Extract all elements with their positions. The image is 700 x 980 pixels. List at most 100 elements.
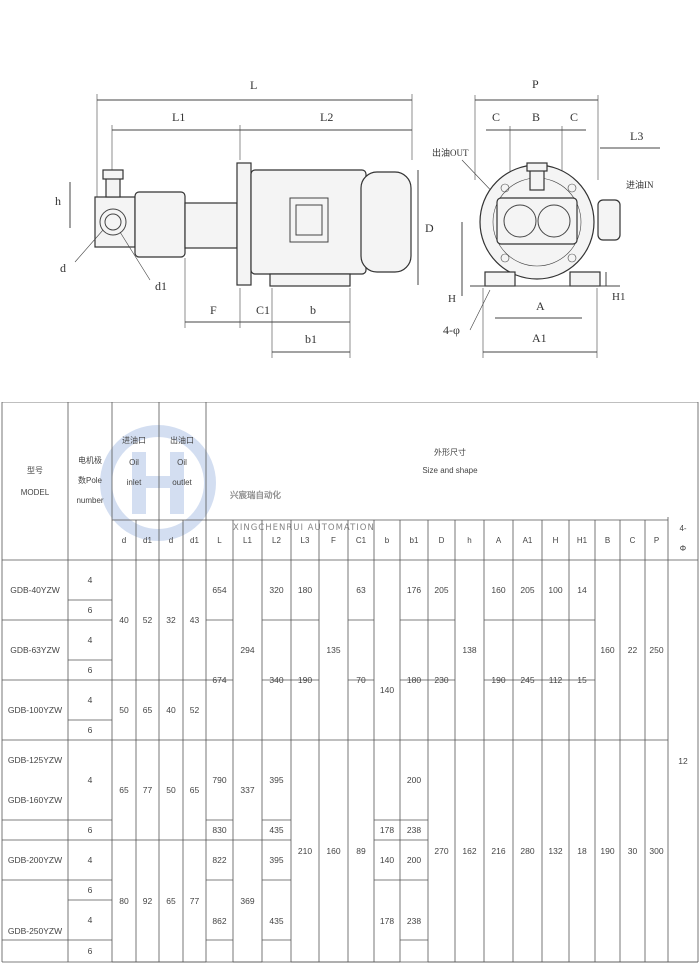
value-h: 138 — [462, 645, 476, 655]
dim-P-label: P — [532, 77, 539, 91]
outlet-d: 40 — [166, 705, 176, 715]
side-view: L L1 L2 h d d1 D — [55, 78, 434, 358]
value-F: 160 — [326, 846, 340, 856]
pump-head — [94, 196, 136, 248]
value-C1: 89 — [356, 846, 366, 856]
value-D: 230 — [434, 675, 448, 685]
value-L: 822 — [212, 855, 226, 865]
motor-flange — [236, 162, 252, 286]
pole-value: 4 — [88, 915, 93, 925]
value-L2: 340 — [269, 675, 283, 685]
value-P: 300 — [649, 846, 663, 856]
dim-b1-label: b1 — [305, 332, 317, 346]
value-L3: 180 — [298, 585, 312, 595]
header-pole-cn2: 数Pole — [78, 475, 103, 485]
column-header-H: H — [553, 536, 559, 545]
dim-L1-label: L1 — [172, 110, 185, 124]
pole-value: 6 — [88, 665, 93, 675]
value-L3: 210 — [298, 846, 312, 856]
pole-value: 4 — [88, 695, 93, 705]
value-P: 250 — [649, 645, 663, 655]
column-header-B: B — [605, 536, 610, 545]
outlet-d1: 77 — [190, 896, 200, 906]
terminal-box — [289, 197, 329, 243]
value-H: 132 — [548, 846, 562, 856]
header-inlet-cn: 进油口 — [122, 435, 146, 445]
header-outlet-cn: 出油口 — [170, 435, 194, 445]
dim-L3-label: L3 — [630, 129, 643, 143]
motor-fan-cover — [360, 171, 412, 273]
value-L1: 337 — [240, 785, 254, 795]
value-H1: 14 — [577, 585, 587, 595]
outlet-d1: 52 — [190, 705, 200, 715]
inlet-d: 40 — [119, 615, 129, 625]
column-header-h: h — [467, 536, 471, 545]
value-b1: 180 — [407, 675, 421, 685]
value-A: 160 — [491, 585, 505, 595]
column-header-b1: b1 — [410, 536, 419, 545]
pole-value: 6 — [88, 946, 93, 956]
inlet-label: 进油IN — [626, 179, 654, 190]
pole-value: 6 — [88, 605, 93, 615]
value-L1: 294 — [240, 645, 254, 655]
column-header-L: L — [217, 536, 222, 545]
pole-value: 6 — [88, 825, 93, 835]
header-pole-cn: 电机极 — [78, 455, 102, 465]
value-phi: 12 — [678, 756, 688, 766]
column-header-P: P — [654, 536, 659, 545]
column-header-H1: H1 — [577, 536, 588, 545]
model-name: GDB-100YZW — [8, 705, 62, 715]
header-model-en: MODEL — [21, 488, 50, 497]
value-b1: 238 — [407, 916, 421, 926]
column-header-L2: L2 — [272, 536, 281, 545]
dim-holes-label: 4-φ — [443, 323, 460, 337]
dim-B-label: B — [532, 110, 540, 124]
column-header-C: C — [630, 536, 636, 545]
outlet-d: 65 — [166, 896, 176, 906]
end-view: P C B C L3 出油OUT 进油IN A A1 H — [432, 77, 660, 358]
pump-bracket — [184, 202, 238, 249]
pole-value: 4 — [88, 855, 93, 865]
pump-end-casing — [496, 197, 578, 245]
value-L: 830 — [212, 825, 226, 835]
value-L1: 369 — [240, 896, 254, 906]
value-A1: 280 — [520, 846, 534, 856]
value-b: 140 — [380, 855, 394, 865]
value-C: 30 — [628, 846, 638, 856]
pole-value: 4 — [88, 775, 93, 785]
dim-H-label: H — [448, 293, 456, 305]
value-C: 22 — [628, 645, 638, 655]
column-header-L1: L1 — [243, 536, 252, 545]
value-B: 190 — [600, 846, 614, 856]
dim-A1-label: A1 — [532, 331, 547, 345]
value-L2: 320 — [269, 585, 283, 595]
dim-h-label: h — [55, 194, 61, 208]
value-D: 205 — [434, 585, 448, 595]
value-H: 100 — [548, 585, 562, 595]
value-C1: 63 — [356, 585, 366, 595]
watermark-logo-icon — [100, 425, 216, 541]
pole-value: 6 — [88, 725, 93, 735]
value-F: 135 — [326, 645, 340, 655]
header-pole-en: number — [76, 496, 103, 505]
outlet-d1: 65 — [190, 785, 200, 795]
value-L: 654 — [212, 585, 226, 595]
column-header-A1: A1 — [523, 536, 533, 545]
value-b: 140 — [380, 685, 394, 695]
outlet-d1: 43 — [190, 615, 200, 625]
column-header-b: b — [385, 536, 390, 545]
column-header-L3: L3 — [301, 536, 310, 545]
dim-A-label: A — [536, 299, 545, 313]
value-b1: 238 — [407, 825, 421, 835]
dim-C-left-label: C — [492, 110, 500, 124]
value-B: 160 — [600, 645, 614, 655]
dim-H1-label: H1 — [612, 291, 625, 303]
column-header-4-phi-bottom: Φ — [680, 544, 686, 553]
outlet-d: 32 — [166, 615, 176, 625]
header-outlet-en2: outlet — [172, 478, 192, 487]
column-header-d: d — [169, 536, 173, 545]
value-L2: 435 — [269, 916, 283, 926]
inlet-port-icon — [99, 208, 127, 236]
inlet-d: 80 — [119, 896, 129, 906]
dim-C-right-label: C — [570, 110, 578, 124]
